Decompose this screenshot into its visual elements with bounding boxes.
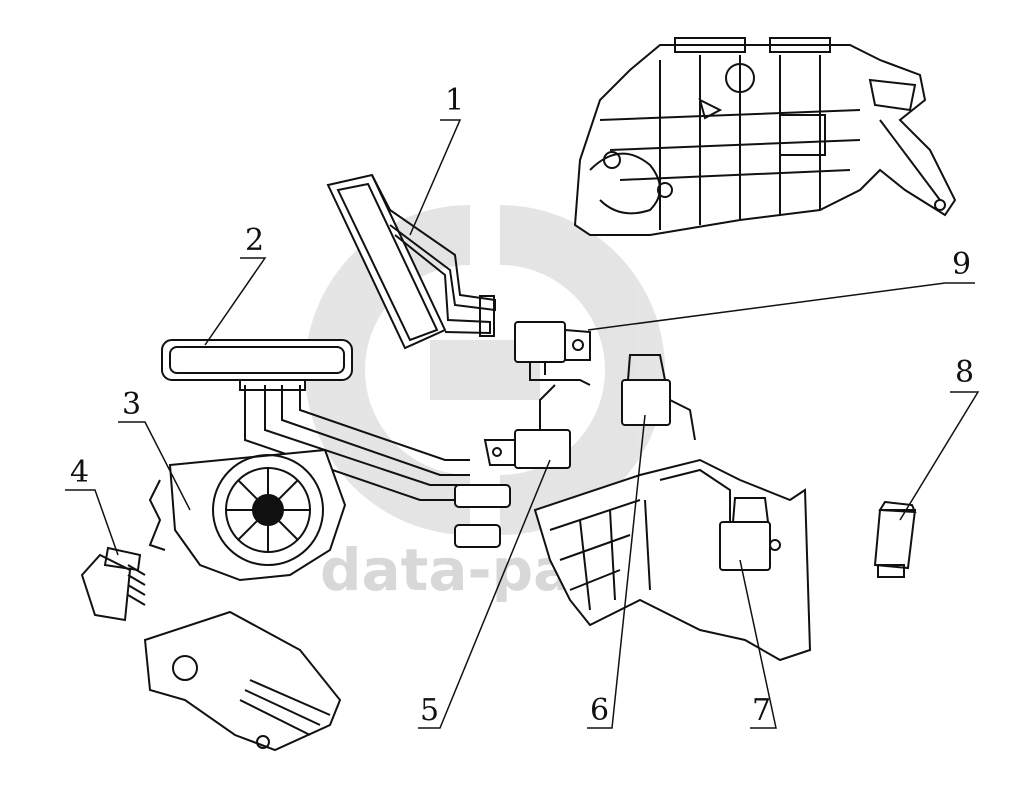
watermark-logo	[305, 205, 665, 535]
sensor-part	[873, 500, 917, 578]
leader-line-3	[118, 421, 191, 511]
actuator-5	[483, 384, 571, 469]
leader-line-7	[739, 559, 777, 729]
callout-7: 7	[752, 693, 771, 728]
callout-9: 9	[952, 247, 971, 282]
callout-8: 8	[955, 355, 974, 390]
leader-line-5	[418, 459, 551, 729]
leader-line-2	[204, 257, 267, 346]
callout-1: 1	[445, 83, 464, 118]
lower-duct	[533, 458, 812, 662]
leader-line-8	[899, 391, 980, 521]
upper-housing	[573, 37, 957, 236]
leader-lines	[65, 119, 980, 729]
callout-3: 3	[122, 387, 141, 422]
lower-cover	[143, 610, 342, 752]
leader-line-9	[587, 282, 975, 331]
callout-labels: 1 2 3 4 5 6 7 8 9	[70, 83, 974, 728]
connector-part	[80, 546, 146, 622]
actuator-7	[719, 497, 781, 571]
callout-5: 5	[420, 693, 439, 728]
actuator-6	[621, 354, 696, 441]
evaporator	[161, 339, 353, 381]
leader-line-1	[409, 119, 462, 236]
actuator-9	[514, 321, 591, 386]
leader-line-4	[65, 489, 119, 556]
callout-6: 6	[590, 693, 609, 728]
leader-line-6	[587, 414, 646, 729]
callout-4: 4	[70, 455, 89, 490]
callout-2: 2	[245, 223, 264, 258]
blower-assembly	[148, 379, 511, 582]
heater-core	[326, 173, 496, 350]
